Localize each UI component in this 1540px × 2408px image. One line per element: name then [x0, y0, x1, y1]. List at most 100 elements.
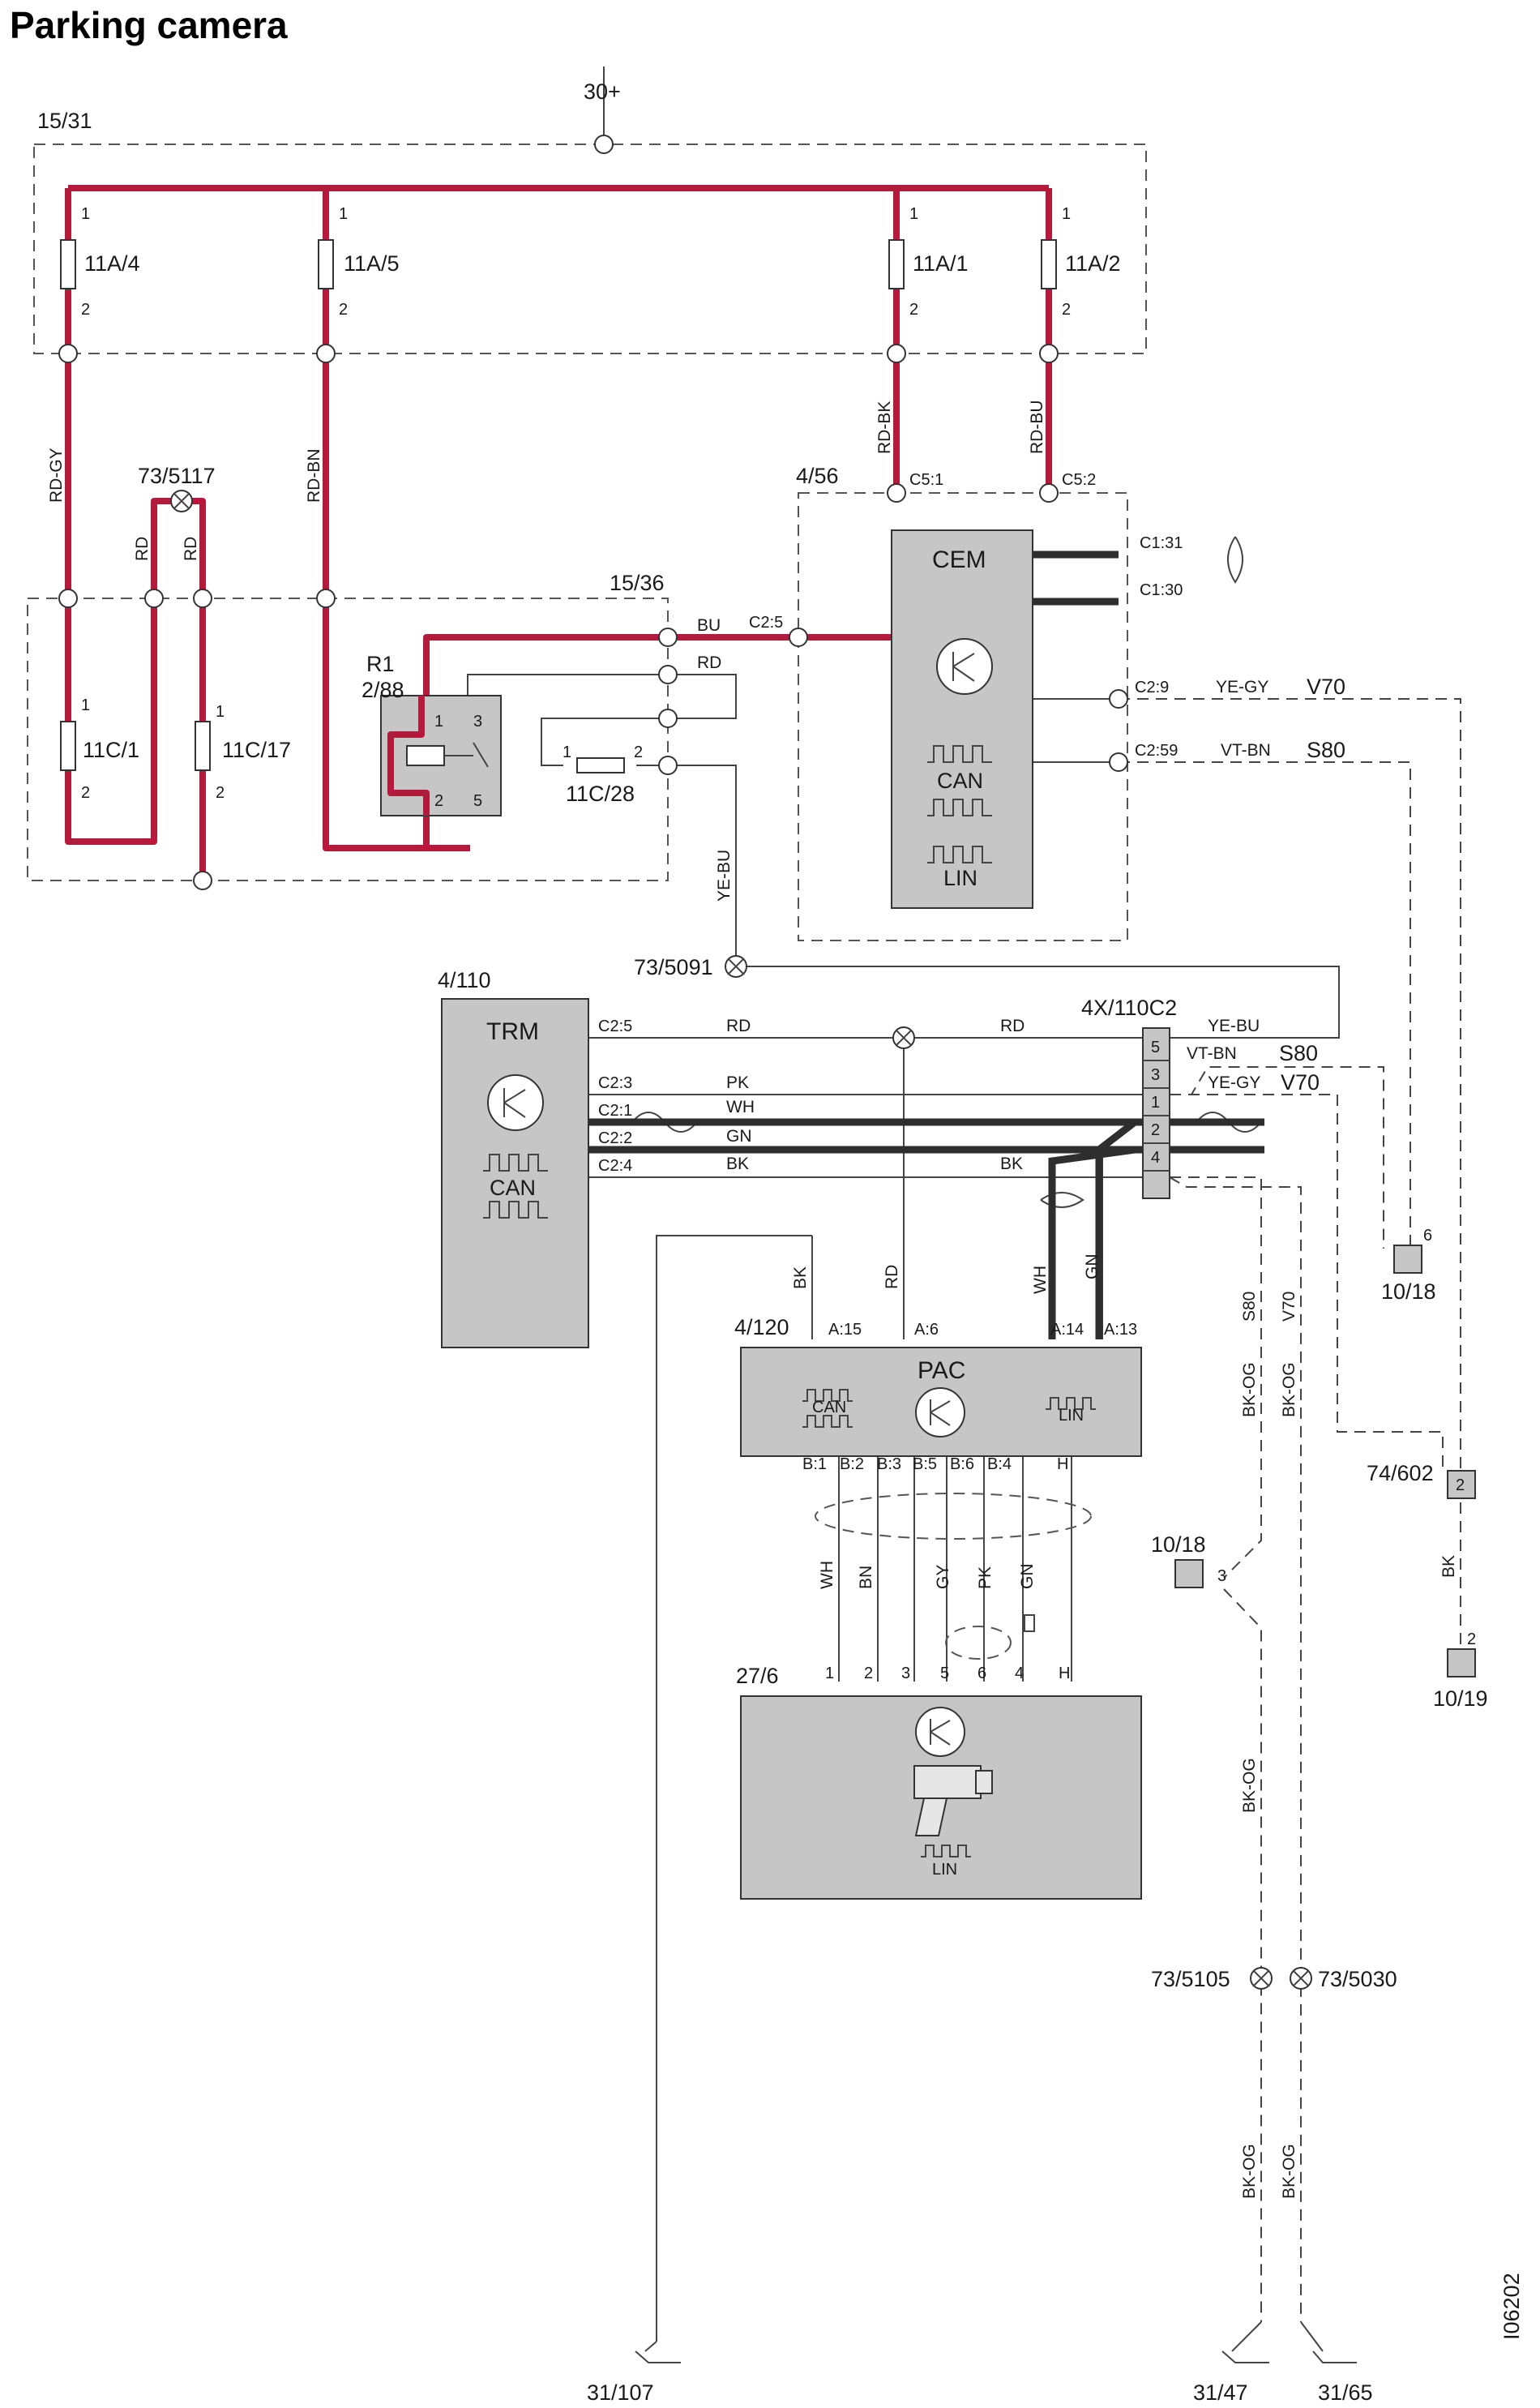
pin-2-label: 2: [81, 301, 90, 319]
ground-pin-2: 2: [1467, 1630, 1476, 1648]
variant-v70-label: V70: [1281, 1070, 1320, 1095]
cem-bus-lin: LIN: [943, 866, 977, 890]
drawing-id: I06202: [1499, 2273, 1524, 2340]
splice-73-5091-label: 73/5091: [634, 955, 713, 979]
pin-1-label: 1: [563, 743, 571, 761]
zone-15-31-label: 15/31: [37, 109, 92, 133]
wire-pk: PK: [976, 1566, 995, 1589]
fuse-11a-2-label: 11A/2: [1065, 251, 1121, 276]
pin-a13: A:13: [1104, 1321, 1137, 1339]
pin-2-label: 2: [339, 301, 348, 319]
wire-ye-gy: YE-GY: [1216, 678, 1268, 696]
cem-module: [891, 529, 1033, 909]
pin-c2-59: C2:59: [1135, 742, 1178, 760]
wire-rd-bk: RD-BK: [875, 401, 894, 454]
pin-c2-9: C2:9: [1135, 679, 1169, 696]
wire-gn: GN: [1018, 1564, 1037, 1590]
wire-wh: WH: [1031, 1266, 1050, 1294]
splice-73-5105-label: 73/5105: [1151, 1967, 1230, 1991]
connector-pin-2: 2: [1151, 1121, 1160, 1139]
wire-wh: WH: [818, 1561, 836, 1589]
variant-wires: [1119, 698, 1461, 2322]
camera-pin-4: 4: [1015, 1665, 1024, 1682]
variant-s80-label: S80: [1307, 738, 1345, 762]
pin-b6: B:6: [950, 1455, 974, 1473]
signal-wires: [467, 66, 1340, 2342]
pin-c2-5: C2:5: [749, 614, 783, 632]
trm-module: [441, 998, 589, 1348]
pin-2-label: 2: [909, 301, 918, 319]
wire-bk-og: BK-OG: [1280, 2144, 1298, 2199]
camera-pin-2: 2: [864, 1665, 873, 1682]
trm-id: 4/110: [438, 968, 491, 992]
pac-name: PAC: [918, 1357, 965, 1384]
wire-bk-og: BK-OG: [1240, 1362, 1259, 1417]
connector-pin-3: 3: [1151, 1066, 1160, 1084]
camera-id: 27/6: [736, 1664, 779, 1688]
relay-pin-2: 2: [434, 792, 443, 810]
connector-pin-4: 4: [1151, 1149, 1160, 1167]
connector-id: 4X/110C2: [1081, 996, 1177, 1020]
ground-pin-3: 3: [1217, 1567, 1226, 1585]
wire-bk: BK: [726, 1155, 749, 1173]
pin-1-label: 1: [909, 205, 918, 223]
trm-bus-can: CAN: [490, 1176, 536, 1200]
camera-pin-h: H: [1059, 1665, 1070, 1682]
camera-icon: [913, 1765, 993, 1836]
connector-pin-1: 1: [1151, 1094, 1160, 1112]
camera-pin-1: 1: [825, 1665, 834, 1682]
variant-v70-label: V70: [1280, 1292, 1298, 1322]
module-icons: [483, 638, 1096, 1857]
wire-rd: RD: [726, 1017, 751, 1035]
pin-1-label: 1: [81, 696, 90, 714]
pin-2-label: 2: [634, 743, 643, 761]
fuse-11a-1-label: 11A/1: [913, 251, 969, 276]
wire-bk: BK: [1439, 1555, 1458, 1578]
wire-ye-gy: YE-GY: [1208, 1073, 1260, 1092]
relay-pin-3: 3: [473, 713, 482, 731]
pin-c2-4: C2:4: [598, 1157, 632, 1175]
camera-pin-3: 3: [901, 1665, 910, 1682]
wire-vt-bn: VT-BN: [1187, 1044, 1237, 1063]
pin-c5-2: C5:2: [1062, 471, 1096, 489]
fuse-symbols: [60, 239, 1057, 773]
pin-c2-5: C2:5: [598, 1018, 632, 1035]
camera-pin-6: 6: [977, 1665, 986, 1682]
pin-c2-1: C2:1: [598, 1102, 632, 1120]
relay-id-label: 2/88: [361, 678, 404, 702]
wire-bu: BU: [697, 616, 721, 635]
wire-rd: RD: [133, 537, 152, 561]
supply-label: 30+: [584, 79, 621, 104]
pin-2-label: 2: [1062, 301, 1071, 319]
pin-b4: B:4: [987, 1455, 1012, 1473]
pin-a14: A:14: [1050, 1321, 1084, 1339]
pin-1-label: 1: [216, 703, 225, 721]
fuse-11c-28-label: 11C/28: [566, 782, 635, 806]
pin-b3: B:3: [877, 1455, 901, 1473]
wire-gy: GY: [934, 1565, 952, 1589]
ground-31-47: 31/47: [1193, 2380, 1248, 2405]
pin-b1: B:1: [802, 1455, 827, 1473]
pac-bus-lin: LIN: [1059, 1407, 1084, 1425]
wire-pk: PK: [726, 1073, 749, 1092]
variant-s80-label: S80: [1279, 1041, 1318, 1065]
zone-boxes: [27, 144, 1147, 941]
wire-ye-bu: YE-BU: [715, 850, 734, 902]
pin-c1-30: C1:30: [1140, 581, 1183, 599]
wire-rd-gy: RD-GY: [47, 448, 66, 503]
ground-31-65: 31/65: [1318, 2380, 1373, 2405]
fuse-11c-17-label: 11C/17: [222, 738, 291, 762]
pin-c1-31: C1:31: [1140, 534, 1183, 552]
wire-rd: RD: [1000, 1017, 1025, 1035]
fuse-11c-1-label: 11C/1: [83, 738, 139, 762]
pin-1-label: 1: [339, 205, 348, 223]
wire-ye-bu: YE-BU: [1208, 1017, 1260, 1035]
pin-1-label: 1: [1062, 205, 1071, 223]
pac-bus-can: CAN: [812, 1399, 846, 1416]
shield-ellipses: [815, 1493, 1092, 1660]
relay-2-88: [380, 695, 502, 816]
pin-2-label: 2: [216, 784, 225, 802]
wire-gn: GN: [726, 1127, 752, 1146]
wire-bk-og: BK-OG: [1280, 1362, 1298, 1417]
